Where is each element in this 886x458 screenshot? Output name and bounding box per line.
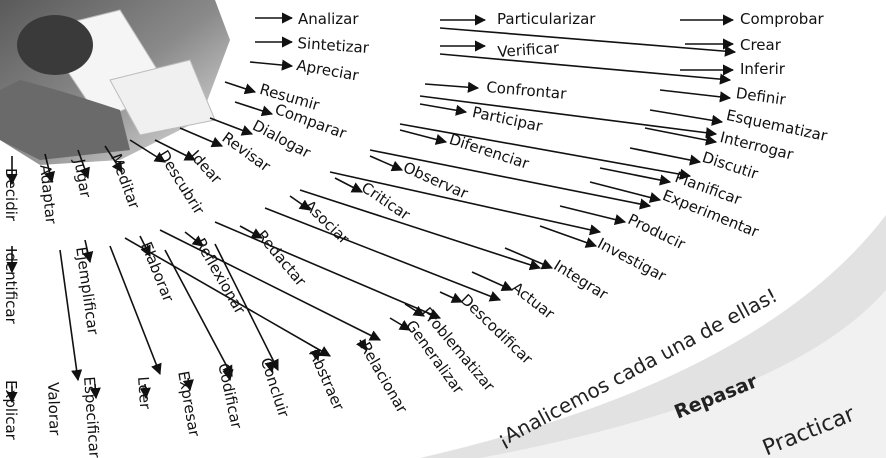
- verb-comprobar: Comprobar: [740, 10, 824, 28]
- arrow-33: [44, 153, 55, 184]
- connector-5: [329, 171, 602, 236]
- arrow-27: [289, 195, 311, 211]
- verb-valorar: Valorar: [44, 381, 64, 436]
- arrow-39: [389, 317, 411, 331]
- arc-band-inner: [480, 290, 886, 458]
- connector-4: [369, 149, 652, 210]
- connector-1: [439, 53, 732, 85]
- verb-crear: Crear: [740, 36, 781, 54]
- verb-inferir: Inferir: [740, 60, 785, 78]
- arrow-24: [559, 205, 627, 226]
- arrow-16: [629, 147, 702, 166]
- arrow-17: [209, 117, 254, 136]
- arrow-48: [89, 383, 101, 400]
- connector-0: [439, 27, 737, 57]
- verb-analizar: Analizar: [298, 10, 359, 28]
- connector-2: [419, 95, 718, 139]
- arrow-47: [139, 383, 151, 400]
- connector-13: [164, 249, 233, 377]
- arrow-37: [404, 303, 425, 317]
- arrow-layer: [6, 12, 737, 404]
- connector-14: [214, 243, 279, 372]
- connector-12: [109, 245, 162, 376]
- arrow-36: [184, 231, 204, 247]
- connector-3: [399, 123, 692, 180]
- arrow-23: [334, 177, 363, 193]
- arrow-28: [104, 145, 123, 173]
- arrow-11: [419, 103, 468, 116]
- arrow-15: [399, 129, 448, 145]
- arrow-22: [154, 139, 197, 161]
- connector-11: [59, 249, 83, 382]
- arrow-18: [369, 155, 404, 172]
- arrow-29: [504, 247, 554, 270]
- connector-9: [159, 229, 382, 341]
- student-writing-photo: [0, 0, 230, 165]
- arrow-25: [129, 139, 166, 163]
- arrow-10: [224, 81, 257, 95]
- arrow-31: [239, 225, 263, 239]
- arrow-19: [599, 167, 672, 186]
- connector-8: [214, 221, 442, 320]
- verb-leer: Leer: [134, 375, 155, 410]
- arrow-13: [644, 127, 718, 146]
- arrow-14: [234, 101, 274, 117]
- verb-identificar: Identificar: [2, 248, 20, 324]
- verb-especificar: Especificar: [80, 375, 104, 458]
- arrow-40: [82, 239, 94, 264]
- connector-7: [264, 207, 502, 302]
- arrow-34: [439, 291, 464, 303]
- arrow-26: [539, 225, 598, 248]
- connector-6: [299, 189, 542, 271]
- arrow-32: [471, 271, 514, 291]
- arrow-20: [179, 127, 224, 148]
- verb-decidir: Decidir: [2, 168, 20, 222]
- arrow-43: [309, 348, 321, 362]
- arrow-12: [649, 109, 724, 126]
- arrow-41: [356, 338, 367, 351]
- verb-particularizar: Particularizar: [497, 10, 596, 28]
- arrow-30: [77, 149, 90, 180]
- arrow-46: [182, 377, 194, 392]
- arrow-6: [249, 59, 294, 71]
- verb-verificar: Verificar: [496, 38, 560, 61]
- verb-explicar: Explicar: [2, 380, 20, 440]
- arrow-38: [139, 235, 151, 258]
- arrow-21: [589, 181, 662, 203]
- arrow-8: [424, 81, 480, 93]
- connector-10: [124, 237, 331, 357]
- arrow-9: [659, 89, 732, 103]
